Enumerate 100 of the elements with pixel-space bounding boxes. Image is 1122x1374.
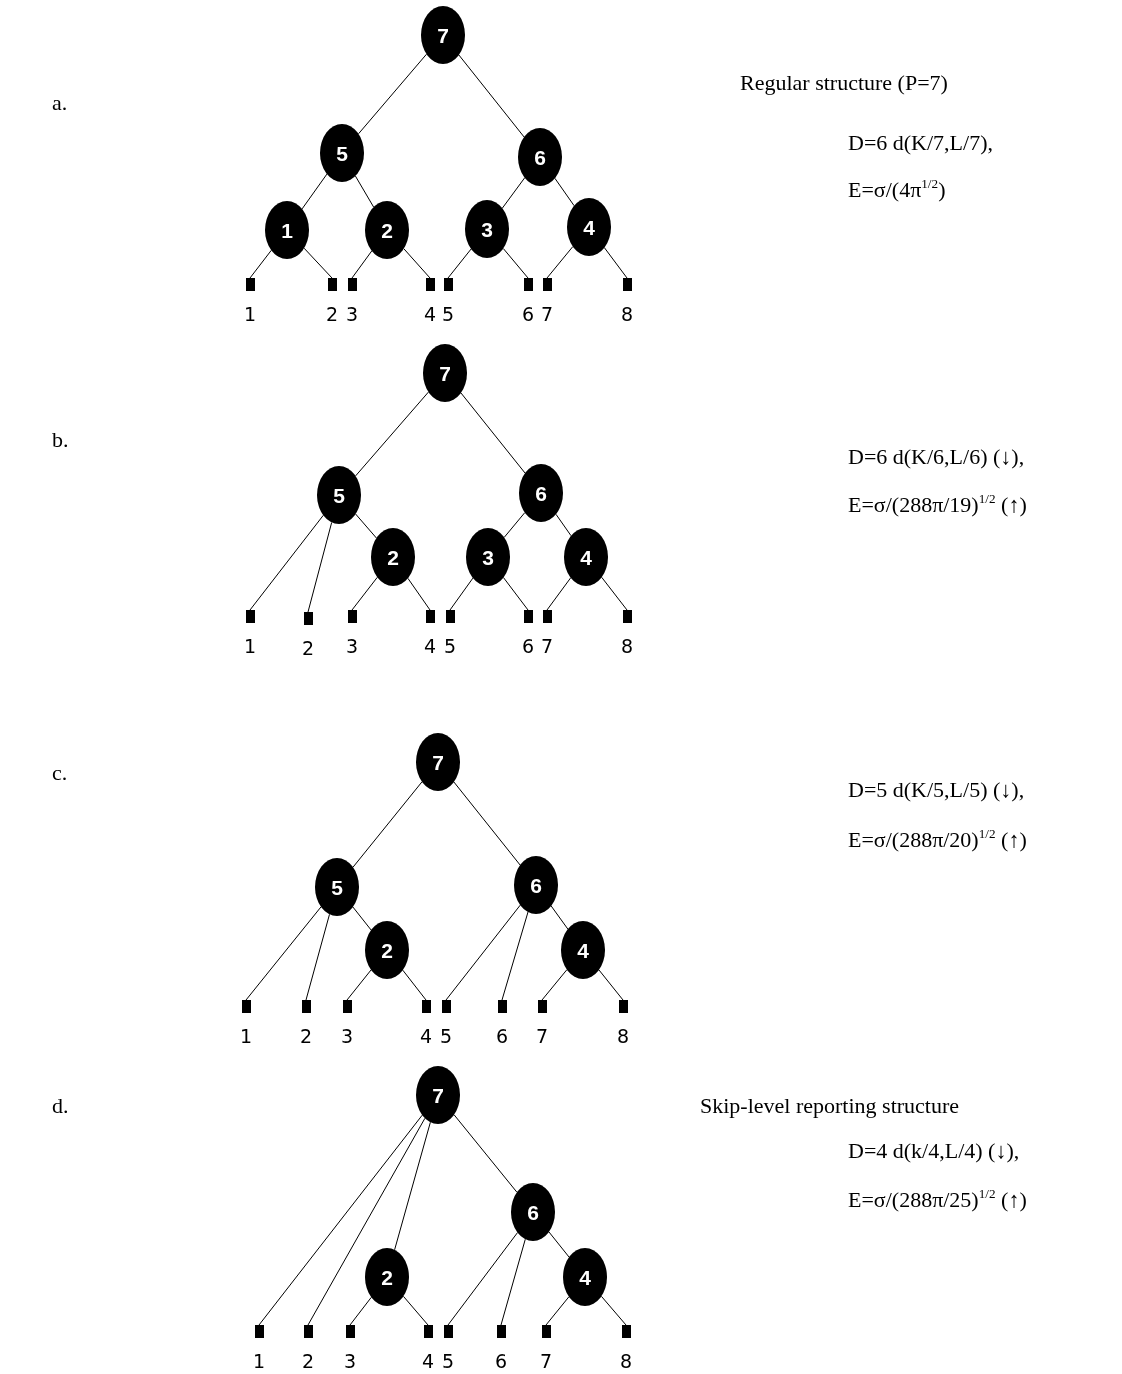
node-number: 6 (534, 146, 546, 168)
leaf-number: 8 (619, 1352, 633, 1371)
leaf-square (497, 1000, 507, 1013)
panel-letter: d. (52, 1093, 69, 1119)
connector-line (305, 913, 330, 1001)
connector-line (258, 1114, 423, 1326)
leaf-number: 6 (521, 637, 535, 656)
connector-line (453, 781, 521, 866)
node-circle (320, 124, 364, 182)
node-number: 4 (583, 216, 595, 238)
node-circle (416, 1066, 460, 1124)
leaf-square (425, 278, 435, 291)
connector-line (407, 577, 431, 611)
leaf-number: 2 (325, 305, 339, 324)
node-number: 3 (482, 546, 494, 568)
node-circle (265, 201, 309, 259)
connector-line (402, 969, 427, 1001)
node-number: 2 (381, 939, 393, 961)
connector-line (546, 246, 574, 279)
leaf-number: 4 (423, 305, 437, 324)
panel-letter: b. (52, 427, 69, 453)
leaf-number: 5 (443, 637, 457, 656)
connector-line (598, 969, 624, 1001)
leaf-square (254, 1325, 264, 1338)
connector-line (301, 173, 328, 210)
connector-line (394, 1121, 431, 1251)
leaf-square (621, 1325, 631, 1338)
node-circle (564, 528, 608, 586)
leaf-number: 5 (441, 1352, 455, 1371)
connector-line (249, 514, 324, 611)
connector-line (307, 1117, 426, 1326)
connector-line (502, 248, 529, 279)
leaf-square (441, 1000, 451, 1013)
leaf-square (303, 612, 313, 625)
formula-text: E=σ/(288π/19)$^{1/2}$ (↑) (848, 492, 1027, 518)
leaf-number: 3 (343, 1352, 357, 1371)
node-number: 6 (527, 1201, 539, 1223)
connector-line (503, 512, 526, 538)
connector-line (458, 54, 525, 138)
leaf-number: 8 (616, 1027, 630, 1046)
node-number: 6 (535, 482, 547, 504)
formula-text: E=σ/(288π/20)$^{1/2}$ (↑) (848, 827, 1027, 853)
node-circle (371, 528, 415, 586)
leaf-square (425, 610, 435, 623)
leaf-number: 2 (301, 639, 315, 658)
connector-line (503, 577, 529, 611)
connector-line (352, 781, 423, 868)
node-number: 4 (577, 939, 589, 961)
leaf-number: 4 (423, 637, 437, 656)
leaf-number: 6 (494, 1352, 508, 1371)
formula-text: D=6 d(K/6,L/6) (↓), (848, 444, 1025, 470)
leaf-square (347, 610, 357, 623)
node-number: 3 (481, 218, 493, 240)
leaf-number: 3 (345, 305, 359, 324)
connector-line (307, 521, 333, 613)
connector-line (351, 250, 373, 279)
formula-text: E=σ/(4π$^{1/2}$) (848, 177, 946, 203)
leaf-square (618, 1000, 628, 1013)
node-circle (514, 856, 558, 914)
connector-line (346, 969, 372, 1001)
formula-text: Regular structure (P=7) (740, 70, 948, 96)
formula-text: D=5 d(K/5,L/5) (↓), (848, 777, 1025, 803)
leaf-square (347, 278, 357, 291)
leaf-square (327, 278, 337, 291)
node-circle (466, 528, 510, 586)
leaf-square (496, 1325, 506, 1338)
connector-line (550, 905, 569, 930)
leaf-number: 5 (439, 1027, 453, 1046)
connector-line (447, 1232, 518, 1326)
connector-line (245, 906, 322, 1001)
node-number: 5 (333, 484, 345, 506)
node-number: 5 (331, 876, 343, 898)
leaf-number: 5 (441, 305, 455, 324)
connector-line (445, 904, 521, 1001)
leaf-square (303, 1325, 313, 1338)
connector-line (351, 576, 378, 611)
connector-line (355, 391, 429, 477)
leaf-number: 1 (243, 637, 257, 656)
node-circle (567, 198, 611, 256)
connector-line (249, 249, 272, 279)
leaf-square (542, 610, 552, 623)
leaf-number: 6 (495, 1027, 509, 1046)
leaf-square (342, 1000, 352, 1013)
connector-line (501, 911, 529, 1001)
leaf-number: 3 (345, 637, 359, 656)
leaf-square (443, 278, 453, 291)
leaf-square (523, 278, 533, 291)
node-circle (518, 128, 562, 186)
leaf-number: 7 (540, 305, 554, 324)
connector-line (453, 1114, 518, 1193)
node-number: 7 (432, 1084, 444, 1106)
node-circle (465, 200, 509, 258)
connector-line (402, 1295, 429, 1326)
connector-line (349, 1296, 372, 1326)
connector-line (555, 513, 572, 537)
connector-line (358, 53, 427, 135)
node-circle (365, 201, 409, 259)
formula-text: D=4 d(k/4,L/4) (↓), (848, 1138, 1020, 1164)
connector-line (603, 247, 628, 279)
leaf-number: 3 (340, 1027, 354, 1046)
